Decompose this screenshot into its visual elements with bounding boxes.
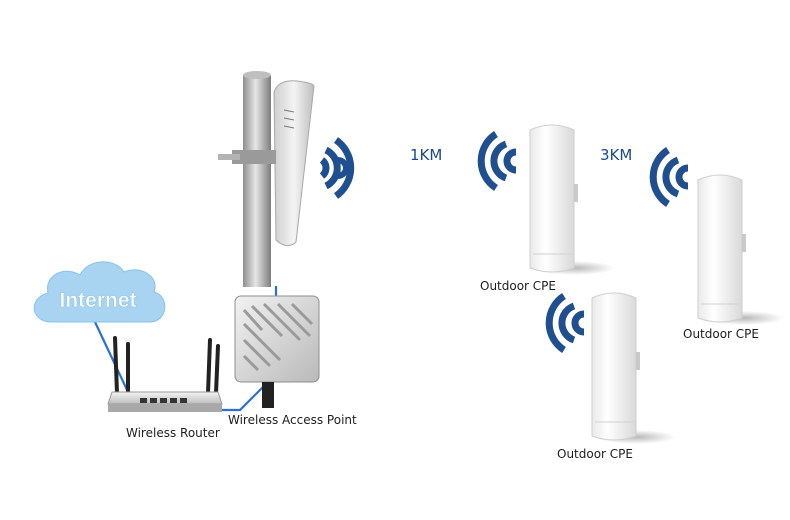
cpe-icon bbox=[698, 175, 784, 325]
wifi-signal-icon bbox=[481, 134, 516, 188]
cpe-label: Outdoor CPE bbox=[480, 279, 556, 293]
wifi-signal-icon bbox=[322, 140, 351, 196]
access-point-icon bbox=[235, 296, 319, 408]
router-icon bbox=[108, 338, 222, 412]
router-ap-link bbox=[215, 382, 268, 410]
cloud-router-link bbox=[95, 322, 128, 392]
wifi-signal-icon bbox=[549, 296, 584, 350]
antenna-icon bbox=[218, 71, 314, 287]
distance-label: 3KM bbox=[600, 146, 632, 164]
cpe-icon bbox=[592, 293, 676, 444]
router-label: Wireless Router bbox=[126, 426, 220, 440]
distance-label: 1KM bbox=[410, 146, 442, 164]
cloud-icon: Internet bbox=[34, 262, 165, 322]
cpe-label: Outdoor CPE bbox=[557, 447, 633, 461]
cpe-label: Outdoor CPE bbox=[683, 327, 759, 341]
access-point-label: Wireless Access Point bbox=[228, 413, 357, 427]
wifi-signal-icon bbox=[653, 150, 688, 204]
cloud-label: Internet bbox=[59, 289, 136, 312]
